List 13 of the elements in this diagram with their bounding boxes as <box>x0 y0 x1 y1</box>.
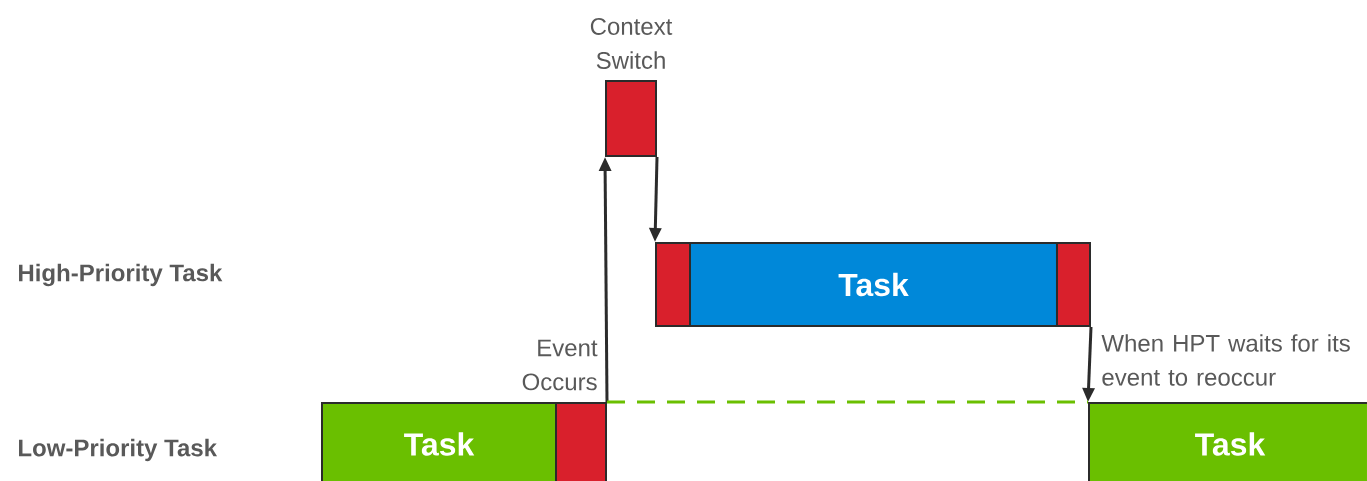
switch-block <box>655 242 691 327</box>
switch-block <box>555 402 607 481</box>
row-label: High-Priority Task <box>19 263 223 287</box>
task-bar: Task <box>1088 402 1367 481</box>
edge-label: Event Occurs <box>522 339 598 391</box>
edge-label: When HPT waits for its event to reoccur <box>1101 334 1350 386</box>
switch-block: Context Switch <box>590 17 673 157</box>
dashed-line <box>607 400 1088 404</box>
task-bar: Task <box>321 402 557 481</box>
task-bar: Task <box>689 242 1058 327</box>
row-label: Low-Priority Task <box>19 438 218 462</box>
node-label: Context Switch <box>590 17 673 69</box>
switch-block <box>1056 242 1091 327</box>
